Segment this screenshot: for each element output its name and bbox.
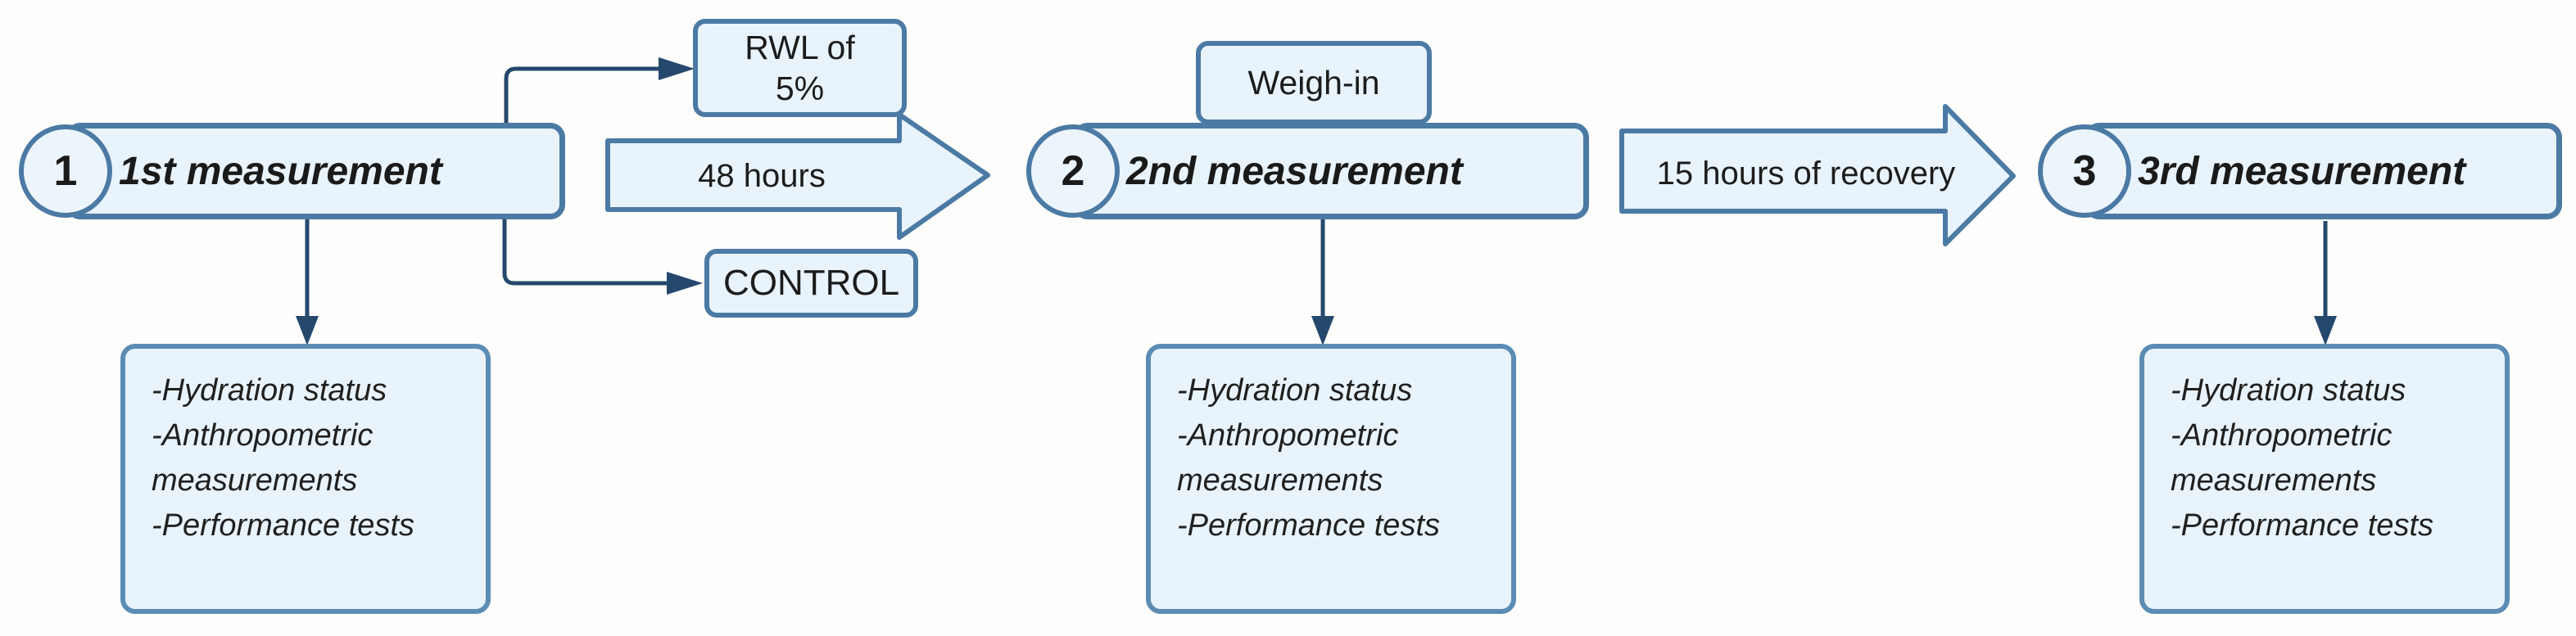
stage-2-number: 2 [1061,147,1085,195]
stage-3-number: 3 [2072,147,2097,195]
arrow-label-48-hours: 48 hours [698,158,826,194]
rwl-label-line2: 5% [775,70,825,107]
stage-box-1st-measurement: 1st measurement [66,123,565,219]
stage-box-3rd-measurement: 3rd measurement [2085,123,2562,219]
rwl-label-line1: RWL of [745,29,855,66]
block-arrow-15-hours [1619,104,2016,246]
weigh-in-box: Weigh-in [1196,41,1432,124]
arrowhead-control [667,272,703,295]
connector-branch-control [502,218,667,286]
stage-3-title: 3rd measurement [2138,149,2466,193]
detail-item-anthropometric: -Anthropometric measurements [1177,418,1399,498]
detail-item-hydration: -Hydration status [1177,373,1413,408]
stage-2-title: 2nd measurement [1126,149,1463,193]
stage-3-number-badge: 3 [2038,124,2131,218]
details-box-2nd-measurement: -Hydration status -Anthropometric measur… [1146,344,1516,614]
control-box: CONTROL [704,249,918,318]
stage-2-number-badge: 2 [1026,124,1120,218]
details-box-3rd-measurement: -Hydration status -Anthropometric measur… [2139,344,2510,614]
stage-1-title: 1st measurement [119,149,442,193]
arrowhead-rwl [659,57,695,80]
arrowhead-stage3-details [2314,316,2337,345]
details-box-1st-measurement: -Hydration status -Anthropometric measur… [120,344,491,614]
rwl-box: RWL of 5% [693,19,907,117]
detail-item-hydration: -Hydration status [2171,373,2406,408]
weigh-in-label: Weigh-in [1247,64,1380,101]
connector-branch-rwl [504,66,659,124]
detail-item-anthropometric: -Anthropometric measurements [2171,418,2393,498]
control-label: CONTROL [722,263,900,303]
detail-item-performance: -Performance tests [2171,508,2433,543]
detail-item-anthropometric: -Anthropometric measurements [152,418,373,498]
stage-1-number: 1 [53,147,78,195]
detail-item-performance: -Performance tests [1177,508,1440,543]
stage-box-2nd-measurement: 2nd measurement [1073,123,1589,219]
detail-item-performance: -Performance tests [152,508,414,543]
stage-1-number-badge: 1 [19,124,112,218]
arrow-label-15-hours: 15 hours of recovery [1656,156,1956,192]
arrowhead-stage2-details [1311,316,1334,345]
block-arrow-48-hours [605,112,990,240]
arrowhead-stage1-details [296,316,319,345]
detail-item-hydration: -Hydration status [152,373,387,408]
